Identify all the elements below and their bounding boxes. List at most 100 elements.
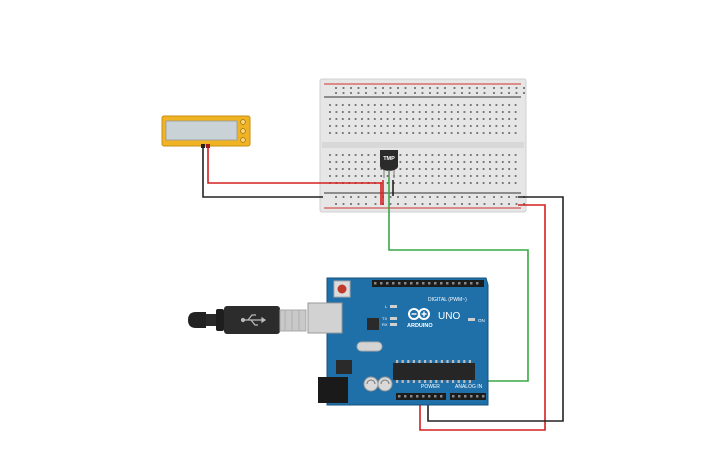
- breadboard-hole[interactable]: [361, 111, 363, 113]
- breadboard-hole[interactable]: [444, 104, 447, 106]
- breadboard-hole[interactable]: [514, 161, 517, 163]
- rail-hole[interactable]: [493, 196, 495, 198]
- rail-hole[interactable]: [404, 196, 407, 198]
- breadboard-hole[interactable]: [329, 161, 331, 163]
- breadboard-hole[interactable]: [476, 168, 479, 170]
- breadboard-hole[interactable]: [514, 175, 517, 177]
- rail-hole[interactable]: [508, 196, 510, 198]
- breadboard-hole[interactable]: [380, 118, 383, 120]
- breadboard-hole[interactable]: [367, 125, 370, 127]
- rail-hole[interactable]: [365, 92, 367, 94]
- rail-hole[interactable]: [335, 87, 337, 89]
- breadboard-hole[interactable]: [482, 118, 485, 120]
- breadboard-hole[interactable]: [405, 132, 408, 134]
- breadboard-hole[interactable]: [373, 118, 376, 120]
- rail-hole[interactable]: [357, 92, 360, 94]
- breadboard-hole[interactable]: [482, 182, 485, 184]
- rail-hole[interactable]: [365, 203, 367, 205]
- breadboard-hole[interactable]: [405, 168, 408, 170]
- breadboard-hole[interactable]: [373, 154, 376, 156]
- breadboard-hole[interactable]: [354, 104, 357, 106]
- breadboard-hole[interactable]: [508, 118, 511, 120]
- breadboard-hole[interactable]: [437, 104, 440, 106]
- breadboard-hole[interactable]: [431, 175, 434, 177]
- breadboard-hole[interactable]: [405, 118, 408, 120]
- breadboard-hole[interactable]: [386, 175, 389, 177]
- breadboard-hole[interactable]: [393, 104, 395, 106]
- breadboard-hole[interactable]: [463, 111, 466, 113]
- rail-hole[interactable]: [515, 203, 518, 205]
- breadboard-hole[interactable]: [361, 118, 363, 120]
- breadboard-hole[interactable]: [399, 132, 402, 134]
- rail-hole[interactable]: [421, 196, 424, 198]
- breadboard-hole[interactable]: [425, 161, 427, 163]
- multimeter-probe-v[interactable]: [206, 144, 210, 148]
- breadboard-hole[interactable]: [501, 175, 504, 177]
- rail-hole[interactable]: [493, 87, 495, 89]
- breadboard-hole[interactable]: [329, 175, 331, 177]
- breadboard-hole[interactable]: [354, 118, 357, 120]
- breadboard-hole[interactable]: [469, 154, 472, 156]
- breadboard-hole[interactable]: [501, 154, 504, 156]
- breadboard-hole[interactable]: [514, 111, 517, 113]
- breadboard-hole[interactable]: [425, 175, 427, 177]
- breadboard-hole[interactable]: [437, 154, 440, 156]
- reset-button-icon[interactable]: [337, 284, 347, 294]
- breadboard-hole[interactable]: [418, 154, 421, 156]
- breadboard-hole[interactable]: [501, 125, 504, 127]
- rail-hole[interactable]: [389, 196, 392, 198]
- breadboard-hole[interactable]: [418, 132, 421, 134]
- breadboard-hole[interactable]: [399, 168, 402, 170]
- arduino-uno[interactable]: DIGITAL (PWM~) L TX RX ON ARDUINO UNO: [307, 277, 489, 406]
- breadboard-hole[interactable]: [450, 182, 453, 184]
- breadboard-hole[interactable]: [501, 118, 504, 120]
- breadboard-hole[interactable]: [425, 132, 427, 134]
- breadboard-hole[interactable]: [418, 125, 421, 127]
- breadboard-hole[interactable]: [348, 104, 351, 106]
- rail-hole[interactable]: [357, 196, 360, 198]
- breadboard-hole[interactable]: [437, 161, 440, 163]
- breadboard-hole[interactable]: [399, 104, 402, 106]
- wire-black-ground[interactable]: [427, 196, 564, 422]
- breadboard-hole[interactable]: [463, 168, 466, 170]
- breadboard-hole[interactable]: [508, 182, 511, 184]
- breadboard-hole[interactable]: [418, 111, 421, 113]
- breadboard-hole[interactable]: [399, 111, 402, 113]
- breadboard-hole[interactable]: [444, 118, 447, 120]
- breadboard-hole[interactable]: [361, 168, 363, 170]
- breadboard-hole[interactable]: [476, 161, 479, 163]
- rail-hole[interactable]: [461, 87, 463, 89]
- breadboard-hole[interactable]: [495, 175, 498, 177]
- breadboard-hole[interactable]: [482, 132, 485, 134]
- rail-hole[interactable]: [350, 92, 352, 94]
- rail-hole[interactable]: [453, 92, 456, 94]
- breadboard-hole[interactable]: [463, 182, 466, 184]
- breadboard-hole[interactable]: [354, 125, 357, 127]
- breadboard-hole[interactable]: [341, 175, 344, 177]
- breadboard-hole[interactable]: [425, 154, 427, 156]
- breadboard-hole[interactable]: [482, 161, 485, 163]
- rail-hole[interactable]: [389, 203, 392, 205]
- rail-hole[interactable]: [404, 92, 407, 94]
- breadboard-hole[interactable]: [329, 104, 331, 106]
- rail-hole[interactable]: [414, 196, 416, 198]
- breadboard-hole[interactable]: [361, 125, 363, 127]
- breadboard-hole[interactable]: [412, 175, 415, 177]
- breadboard-hole[interactable]: [508, 154, 511, 156]
- breadboard-hole[interactable]: [412, 118, 415, 120]
- rail-hole[interactable]: [468, 92, 471, 94]
- rail-hole[interactable]: [357, 87, 360, 89]
- rail-hole[interactable]: [421, 203, 424, 205]
- breadboard-hole[interactable]: [514, 104, 517, 106]
- breadboard-hole[interactable]: [341, 161, 344, 163]
- rail-hole[interactable]: [397, 203, 399, 205]
- breadboard-hole[interactable]: [329, 168, 331, 170]
- breadboard-hole[interactable]: [501, 168, 504, 170]
- rail-hole[interactable]: [444, 92, 446, 94]
- breadboard-hole[interactable]: [469, 182, 472, 184]
- breadboard-hole[interactable]: [348, 132, 351, 134]
- breadboard-hole[interactable]: [514, 168, 517, 170]
- breadboard-hole[interactable]: [354, 132, 357, 134]
- breadboard-hole[interactable]: [469, 118, 472, 120]
